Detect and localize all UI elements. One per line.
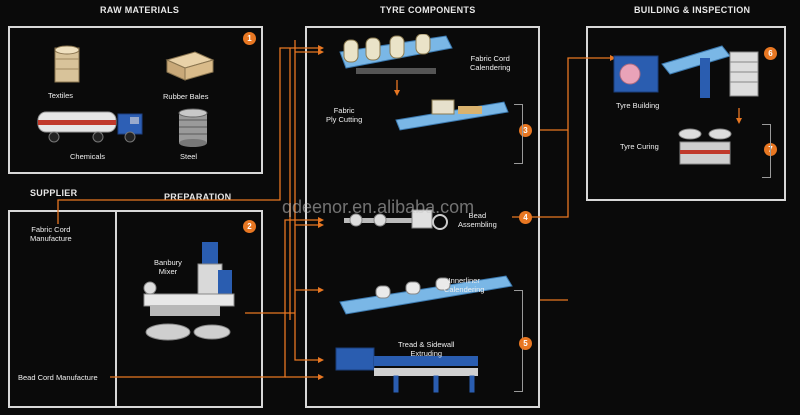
supplier-divider	[115, 212, 117, 406]
tyre-components-title: TYRE COMPONENTS	[380, 5, 476, 15]
chemicals-truck-icon	[37, 111, 143, 143]
steel-label: Steel	[180, 152, 198, 161]
step-badge-6: 6	[764, 47, 777, 60]
banbury-mixer-illustration	[143, 242, 235, 341]
raw-materials-title: RAW MATERIALS	[100, 5, 180, 15]
bead-cord-manufacture-label: Bead Cord Manufacture	[18, 373, 98, 382]
tread-sidewall-extruding-label: Tread & Sidewall Extruding	[398, 340, 455, 358]
steel-coil-icon	[178, 108, 208, 147]
step-badge-2: 2	[243, 220, 256, 233]
tyre-curing-illustration	[678, 128, 732, 165]
chemicals-label: Chemicals	[70, 152, 106, 161]
banbury-mixer-label: Banbury Mixer	[154, 258, 182, 276]
raw-materials-panel	[8, 26, 263, 174]
tyre-building-label: Tyre Building	[616, 101, 660, 110]
bead-assembling-label: Bead Assembling	[458, 211, 497, 229]
innerliner-calendering-illustration	[339, 275, 513, 315]
watermark: qdeenor.en.alibaba.com	[282, 197, 475, 217]
supplier-title: SUPPLIER	[30, 188, 78, 198]
ply-cutting-illustration	[395, 99, 509, 131]
textiles-icon	[54, 45, 80, 83]
tread-sidewall-extruding-illustration	[335, 347, 478, 393]
fabric-cord-manufacture-label: Fabric Cord Manufacture	[30, 225, 72, 243]
preparation-title: PREPARATION	[164, 192, 232, 202]
tyre-building-illustration	[613, 45, 759, 98]
building-inspection-title: BUILDING & INSPECTION	[634, 5, 751, 15]
step-3-bracket	[514, 104, 523, 164]
building-inspection-panel	[586, 26, 786, 201]
rubber-bales-label: Rubber Bales	[163, 92, 209, 101]
step-badge-5: 5	[519, 337, 532, 350]
rubber-bales-icon	[165, 51, 215, 81]
innerliner-calendering-label: Innerliner Calendering	[444, 276, 485, 294]
fabric-calendering-illustration	[339, 34, 453, 74]
step-badge-4: 4	[519, 211, 532, 224]
textiles-label: Textiles	[48, 91, 74, 100]
step-badge-1: 1	[243, 32, 256, 45]
bead-assembling-illustration	[344, 209, 448, 230]
tyre-curing-label: Tyre Curing	[620, 142, 659, 151]
fabric-cord-calendering-label: Fabric Cord Calendering	[470, 54, 511, 72]
step-6-7-bracket	[762, 124, 771, 178]
supplier-preparation-panel	[8, 210, 263, 408]
fabric-ply-cutting-label: Fabric Ply Cutting	[326, 106, 363, 124]
